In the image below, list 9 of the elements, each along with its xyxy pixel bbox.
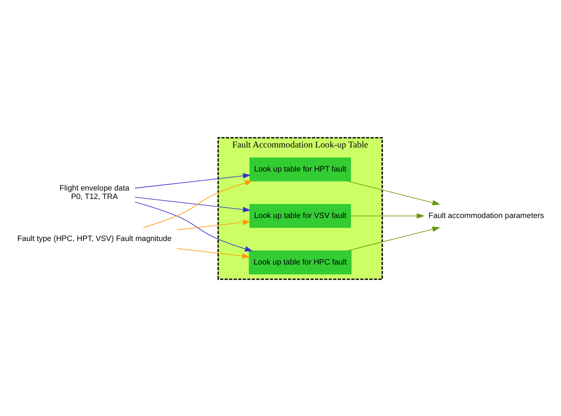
arrow xyxy=(134,172,251,188)
arrow xyxy=(176,248,250,258)
arrow xyxy=(346,180,440,205)
arrow xyxy=(350,212,425,218)
arrow xyxy=(134,196,251,212)
arrow xyxy=(176,219,251,230)
arrow xyxy=(134,201,253,251)
arrow xyxy=(346,226,440,251)
arrow xyxy=(142,180,253,228)
